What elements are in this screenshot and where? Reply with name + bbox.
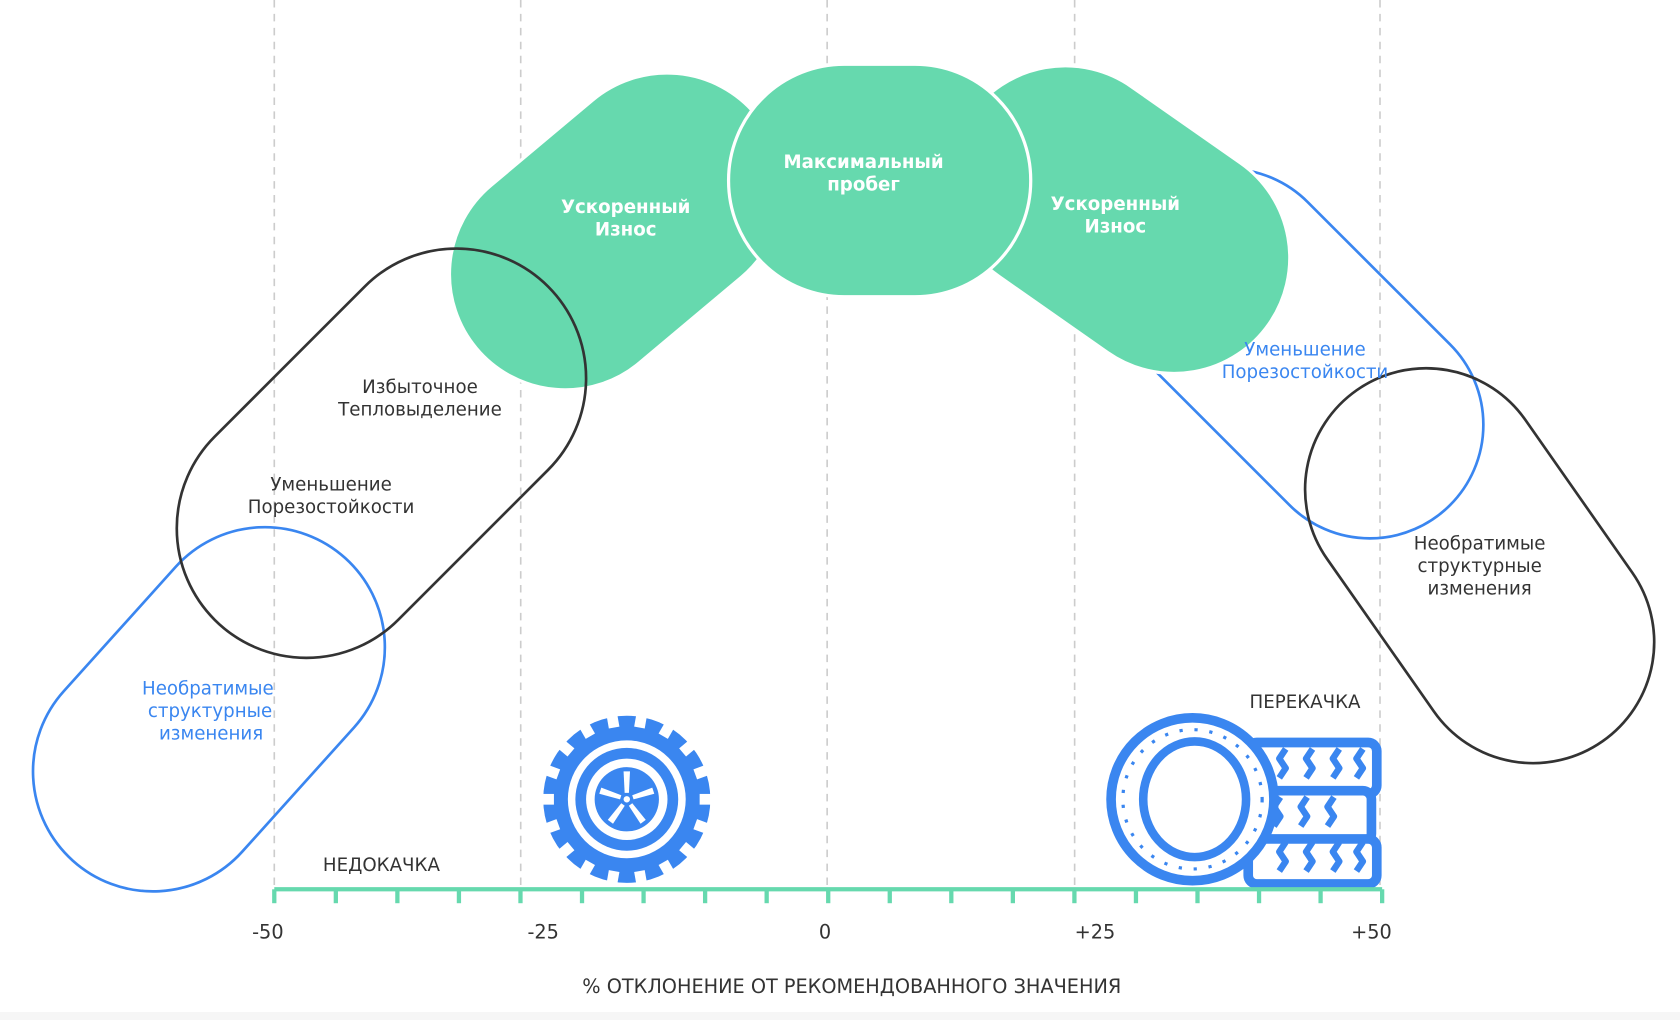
zone-right-black [1303,366,1656,765]
tread-notch [634,870,647,885]
tread-zigzag [1302,840,1316,873]
tread-notch [693,819,710,834]
tread-notch [557,740,575,757]
grid-lines [273,0,1381,888]
underinflation-label: НЕДОКАЧКА [323,855,441,876]
tick-label: -25 [527,921,558,944]
tick-label: -50 [252,921,283,944]
tread-zigzag [1297,795,1311,828]
tread-notch [679,842,696,859]
axis-title: % ОТКЛОНЕНИЕ ОТ РЕКОМЕНДОВАННОГО ЗНАЧЕНИ… [582,975,1121,998]
tick-label: +50 [1351,921,1392,944]
tread-zigzag [1353,747,1367,780]
bottom-strip [0,1012,1680,1020]
tread-zigzag [1302,747,1316,780]
tread-notch [544,819,561,834]
overinflation-label: ПЕРЕКАЧКА [1250,692,1361,713]
zone-left-blue [31,525,387,893]
tread-notch [658,859,675,877]
tread-notch [579,722,595,739]
tread-zigzag [1276,840,1289,873]
tread-notch [658,722,675,739]
tread-zigzag [1276,747,1289,780]
tread-notch [693,764,710,780]
x-axis [272,887,1385,904]
zone-left-black [175,247,588,660]
tread-notch [541,793,554,805]
tread-zigzag [1329,747,1343,780]
tick-label: +25 [1075,921,1116,944]
tread-notch [606,713,620,729]
tread-notch [699,793,713,805]
tread-notch [557,842,575,859]
flat-tire-icon [541,713,713,885]
tread-zigzag [1329,840,1343,873]
tick-label: 0 [819,921,831,944]
tread-notch [606,870,620,885]
tread-notch [544,764,561,780]
tread-notch [579,859,595,877]
tread-notch [634,713,647,729]
tread-zigzag [1324,795,1338,828]
tread-notch [679,740,696,757]
tread-zigzag [1353,840,1367,873]
zone-center-green [726,62,1033,299]
tire-stack-icon [1106,713,1382,889]
